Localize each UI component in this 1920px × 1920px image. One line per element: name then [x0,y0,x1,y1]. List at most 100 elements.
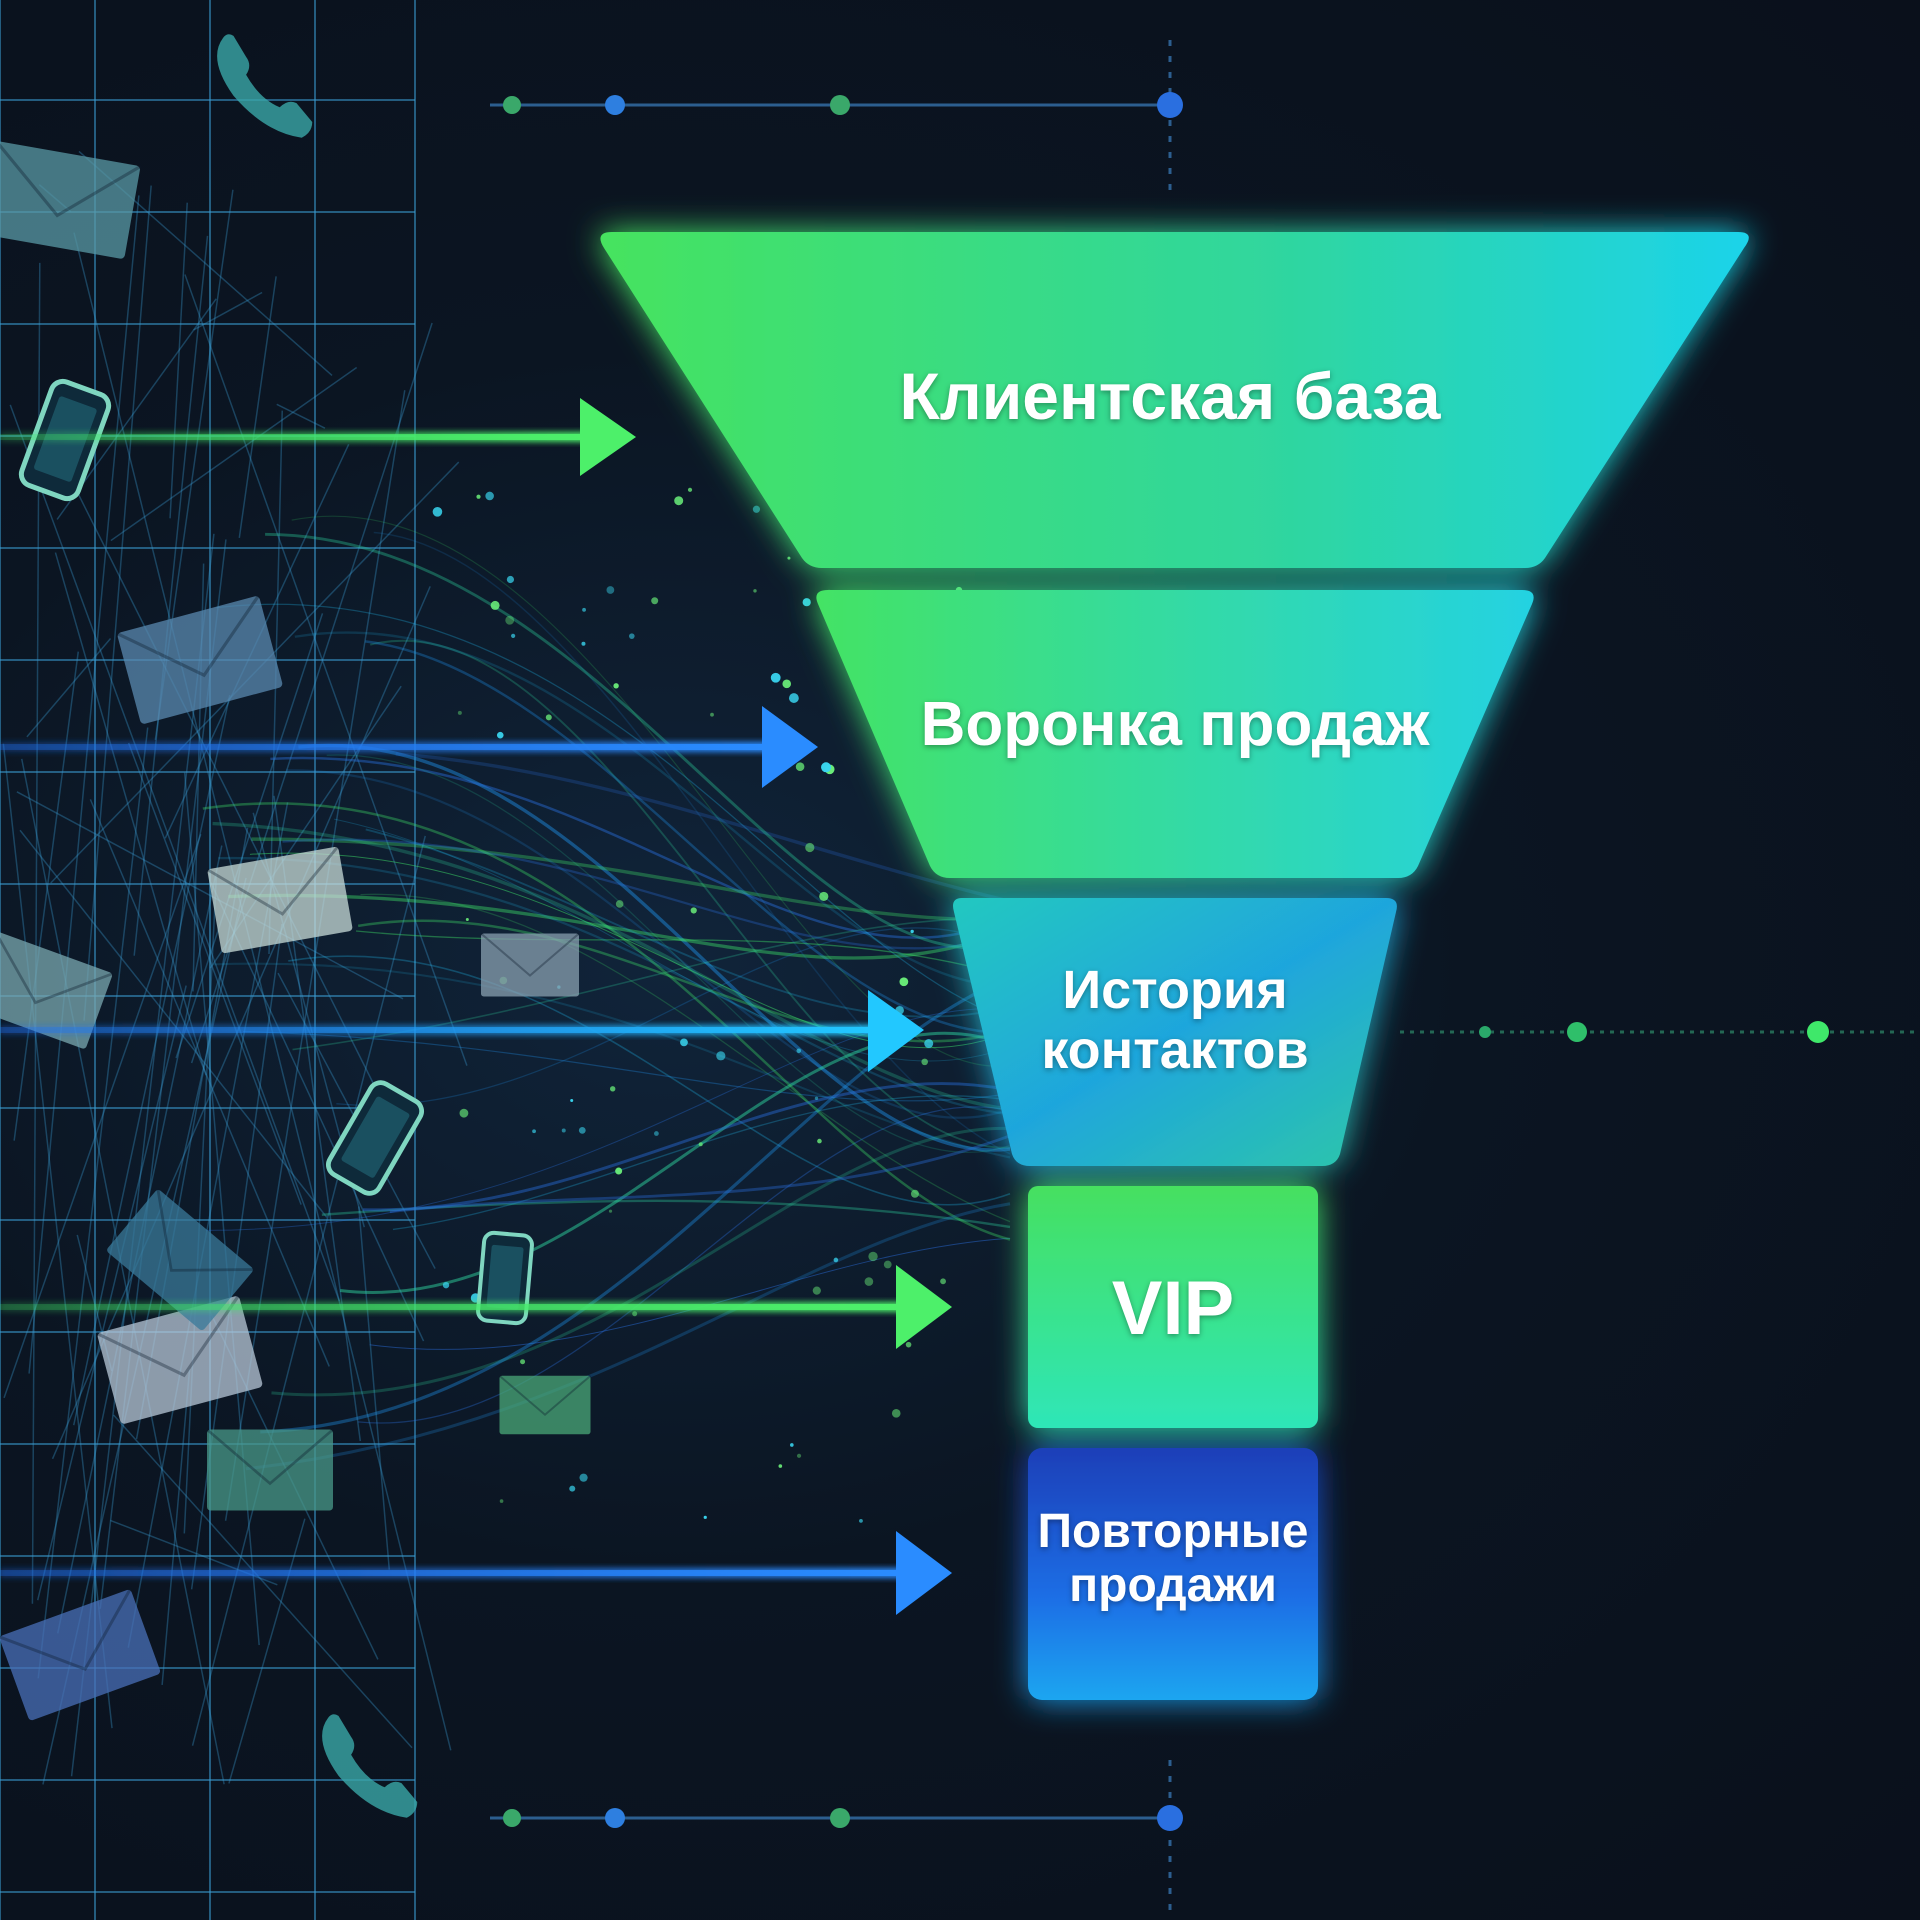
arrow-to-stage-1 [0,398,636,476]
particle-dot [833,1257,839,1263]
arrow-to-stage-2 [0,706,818,788]
light-streak [216,603,1011,1021]
light-streak [291,515,1011,1067]
connector-node [503,1809,521,1827]
web-line [13,651,80,1141]
light-streak [212,821,1011,1111]
light-streak [288,955,1011,1206]
particle-dot [790,1443,794,1447]
particle-dot [615,900,624,908]
particle-dot [476,494,481,499]
arrow-to-stage-4 [0,1265,952,1349]
smartphone-icon [476,1230,534,1326]
particle-dot [674,496,684,506]
particle-dot [561,1128,566,1133]
particle-dot [788,693,799,703]
web-line [169,202,188,519]
web-line [40,418,377,1089]
light-streak [365,640,1011,1034]
connector-node [1807,1021,1829,1043]
web-line [83,185,152,1021]
web-line [161,1369,191,1686]
particle-dot [814,1096,819,1100]
web-line [175,613,324,1059]
particle-dot [608,1209,613,1213]
particle-dot [432,507,443,517]
light-streak [218,856,1011,1116]
particle-dot [545,714,552,721]
light-streak [339,1031,1011,1294]
connector-node [830,1808,850,1828]
web-line [184,274,468,1066]
particle-dot [465,917,469,921]
light-streak [360,893,1011,1223]
envelope-icon [480,932,580,997]
particle-dot [864,1277,874,1286]
particle-dot [905,1341,912,1348]
web-line [89,799,330,1367]
particle-dot [817,1138,822,1144]
particle-dot [710,712,714,717]
web-line [2,743,113,1729]
particle-dot [924,1039,934,1049]
particle-dot [687,487,693,492]
connector-node [605,95,625,115]
particle-dot [891,1409,901,1418]
envelope-icon [107,1188,255,1331]
connector-node [830,95,850,115]
web-line [133,235,209,956]
web-line [16,791,404,1000]
particle-dot [796,1453,802,1458]
smartphone-icon [325,1080,425,1196]
light-streak [213,962,1011,1159]
particle-dot [921,1058,928,1066]
circuit-grid [0,0,468,1920]
phone-handset-icon [322,1714,418,1818]
particle-dot [651,597,659,605]
light-streak [321,1199,1011,1229]
funnel [600,232,1749,1700]
particle-dot [787,556,791,560]
web-line [110,366,358,542]
particle-dot [496,731,504,739]
funnel-stage-4 [1028,1186,1318,1428]
particle-dot [899,977,909,987]
particle-dot [752,505,761,513]
web-line [99,539,227,1609]
connector-node [605,1808,625,1828]
particle-dot [520,1359,526,1365]
light-streak [355,930,1011,978]
particle-dot [606,586,615,594]
particle-dot [578,1127,586,1134]
light-streak [282,838,1011,950]
particle-dot [569,1485,576,1492]
particle-dot [883,1260,892,1269]
web-line [36,985,187,1601]
web-line [210,882,425,1342]
particle-dot [459,1108,469,1118]
particle-dot [703,1515,707,1519]
particle-dot [654,1131,659,1136]
envelope-icon [206,1428,334,1511]
particle-dot [582,607,586,612]
web-line [19,829,328,1218]
particle-dot [859,1518,863,1523]
light-streak [326,754,1011,1153]
light-streak [362,1082,1011,1212]
light-streak [265,532,1011,950]
light-streak [249,852,1011,1049]
light-streak [271,1126,1011,1397]
particle-dot [511,633,516,638]
particle-dot [581,641,586,646]
connector-node [1157,92,1183,118]
funnel-stage-2 [816,590,1534,878]
stage-1-label: Клиентская база [899,359,1441,433]
web-line [193,291,263,331]
particle-dot [532,1129,536,1134]
light-streak [336,927,1011,1106]
funnel-stage-3 [953,898,1397,1166]
particle-dot [570,1099,574,1103]
particle-dot [485,491,494,501]
